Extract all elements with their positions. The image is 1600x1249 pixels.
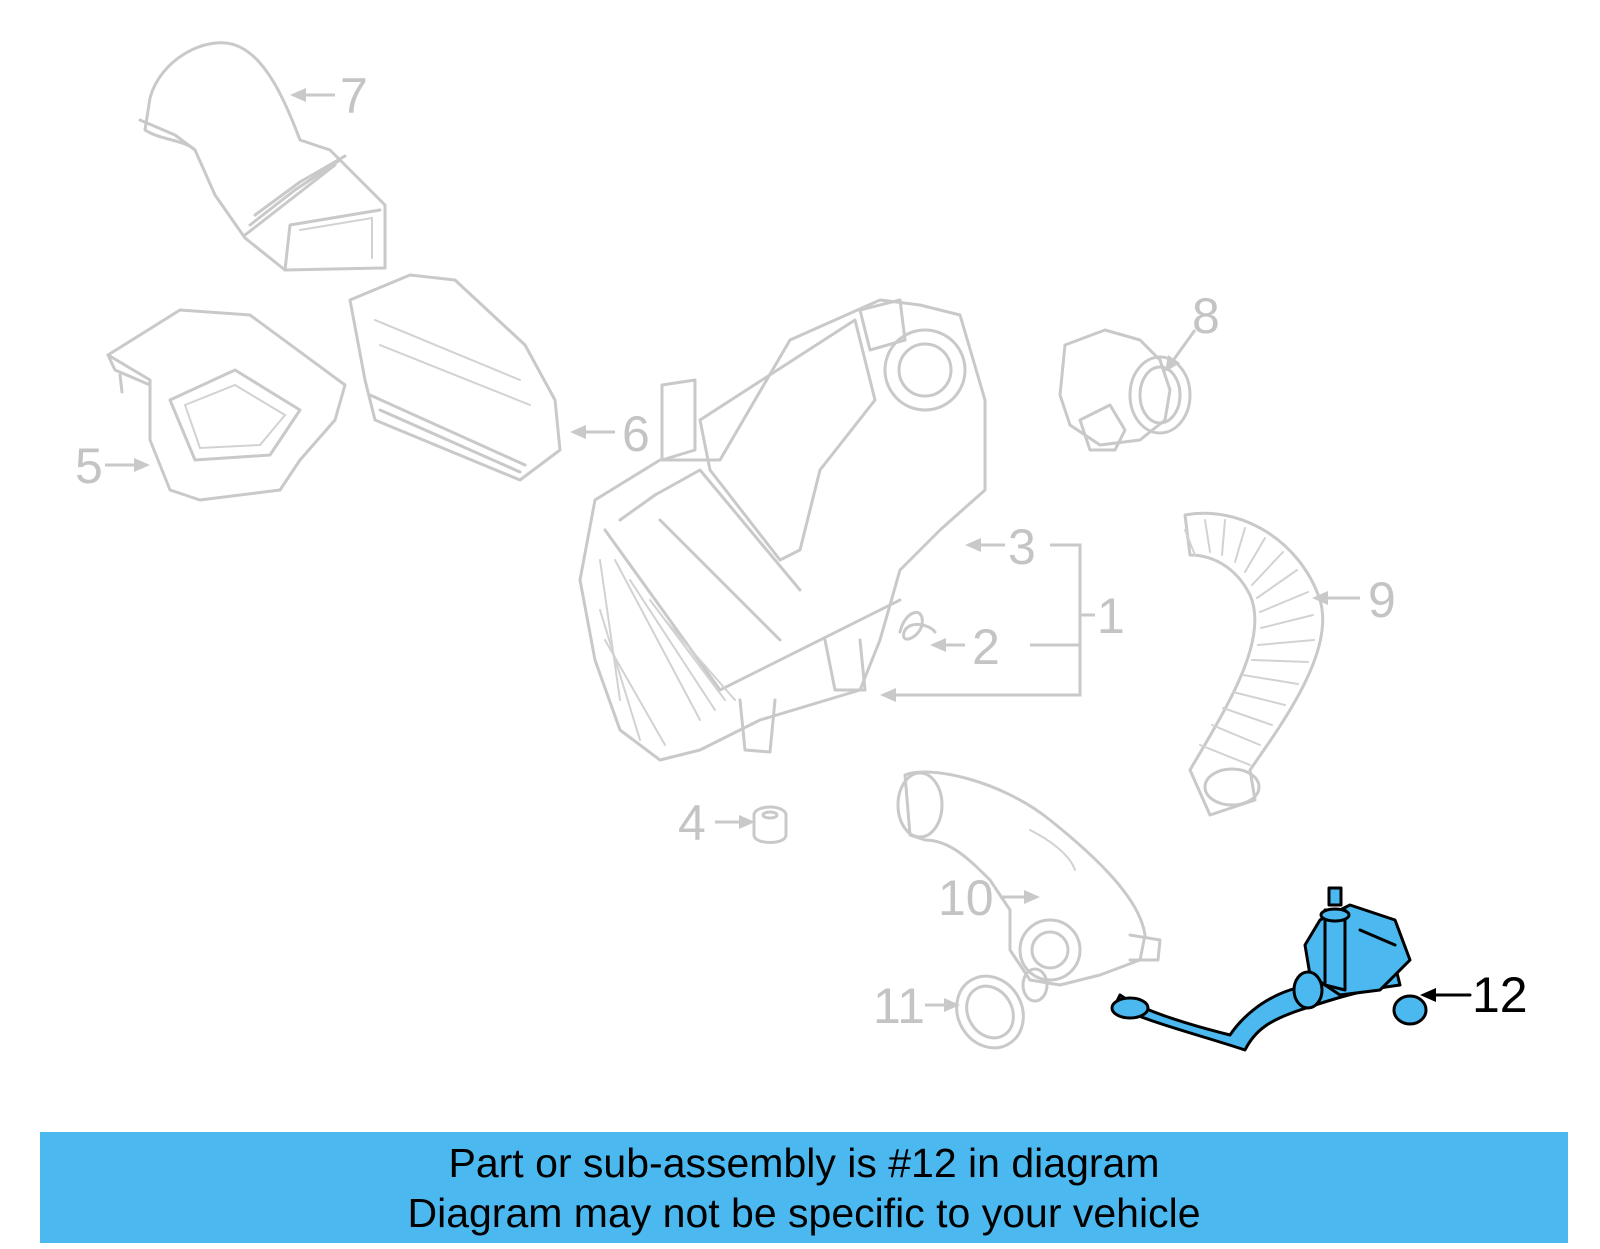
part-8-air-mass-sensor[interactable] xyxy=(1058,328,1192,452)
leader-10 xyxy=(1000,890,1040,904)
callout-3: 3 xyxy=(1008,519,1036,575)
leader-2 xyxy=(930,638,965,652)
leader-11 xyxy=(925,998,960,1012)
callout-5: 5 xyxy=(75,438,103,494)
part-2-clip[interactable] xyxy=(898,611,937,641)
callout-8: 8 xyxy=(1192,288,1220,344)
leader-6 xyxy=(570,425,615,439)
part-5-air-guide[interactable] xyxy=(106,308,347,502)
part-11-seal-ring[interactable] xyxy=(944,964,1036,1060)
leader-9 xyxy=(1312,591,1360,605)
part-6-air-duct[interactable] xyxy=(348,273,562,482)
callout-1: 1 xyxy=(1097,588,1125,644)
part-12-breather-hose[interactable] xyxy=(1110,886,1428,1052)
callout-9: 9 xyxy=(1368,572,1396,628)
callout-10: 10 xyxy=(938,870,994,926)
callout-4: 4 xyxy=(678,795,706,851)
part-4-grommet[interactable] xyxy=(752,805,788,844)
callout-7: 7 xyxy=(340,68,368,124)
callout-12: 12 xyxy=(1472,967,1528,1023)
leader-7 xyxy=(290,88,335,102)
leader-1-bracket xyxy=(880,543,1095,702)
callout-6: 6 xyxy=(622,406,650,462)
leader-8 xyxy=(1165,329,1197,372)
part-3-air-cleaner-housing[interactable] xyxy=(578,298,987,762)
banner-line-part-number: Part or sub-assembly is #12 in diagram xyxy=(448,1139,1160,1186)
part-10-intake-boot[interactable] xyxy=(896,770,1162,1003)
parts-diagram: 7 5 6 8 9 3 2 1 4 10 11 12 xyxy=(75,41,1528,1060)
leader-3 xyxy=(965,538,1005,552)
leader-4 xyxy=(715,815,755,829)
leader-12 xyxy=(1420,988,1472,1002)
part-9-corrugated-hose[interactable] xyxy=(1183,511,1325,817)
leader-5 xyxy=(105,458,150,472)
part-7-intake-duct[interactable] xyxy=(138,41,387,272)
banner-line-disclaimer: Diagram may not be specific to your vehi… xyxy=(407,1189,1201,1236)
callout-11: 11 xyxy=(873,978,925,1034)
part-info-banner: Part or sub-assembly is #12 in diagram D… xyxy=(40,1132,1568,1243)
callout-2: 2 xyxy=(972,619,1000,675)
